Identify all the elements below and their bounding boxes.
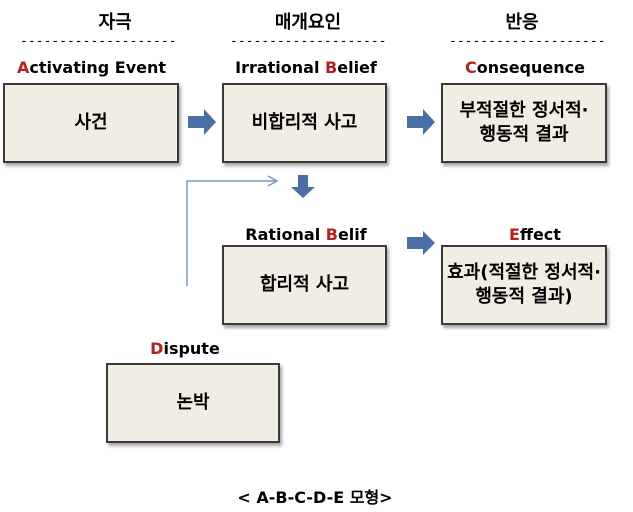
header-response: 반응 xyxy=(505,12,539,33)
label-rest: ctivating Event xyxy=(29,58,167,77)
box-event: 사건 xyxy=(3,83,179,163)
label-pre: Irrational xyxy=(235,58,326,77)
box-dispute: 논박 xyxy=(106,363,280,443)
figure-caption: < A-B-C-D-E 모형> xyxy=(237,488,393,507)
box-effect: 효과(적절한 정서적· 행동적 결과) xyxy=(441,245,607,325)
box-effect-text: 효과(적절한 정서적· 행동적 결과) xyxy=(447,261,601,307)
label-initial: A xyxy=(16,58,30,77)
header-divider-response: -------------------- xyxy=(449,34,606,49)
arrow-down-icon xyxy=(291,175,315,198)
box-consequence-text: 부적절한 정서적· 행동적 결과 xyxy=(459,99,589,145)
box-event-text: 사건 xyxy=(74,111,108,133)
box-consequence: 부적절한 정서적· 행동적 결과 xyxy=(441,83,607,163)
header-stimulus: 자극 xyxy=(98,12,132,33)
label-consequence: Consequence xyxy=(450,58,600,77)
arrow-right-icon xyxy=(188,109,216,135)
box-irrational-text: 비합리적 사고 xyxy=(251,111,358,133)
box-dispute-text: 논박 xyxy=(176,391,210,413)
arrow-right-icon xyxy=(407,231,435,255)
label-rest: onsequence xyxy=(476,58,585,77)
label-effect: Effect xyxy=(490,225,580,244)
box-rational-thought: 합리적 사고 xyxy=(222,245,387,325)
header-mediator: 매개요인 xyxy=(274,12,342,33)
label-irrational-belief: Irrational Belief xyxy=(226,58,386,77)
label-rest: ispute xyxy=(163,339,220,358)
label-rational-belief: Rational Belif xyxy=(226,225,386,244)
label-pre: Rational xyxy=(245,225,326,244)
header-divider-stimulus: -------------------- xyxy=(20,34,177,49)
label-initial: C xyxy=(465,58,477,77)
label-rest: ffect xyxy=(519,225,561,244)
label-post: elief xyxy=(337,58,377,77)
box-rational-text: 합리적 사고 xyxy=(259,273,350,295)
label-initial: B xyxy=(325,58,338,77)
arrow-right-icon xyxy=(407,109,435,135)
label-initial: E xyxy=(509,225,520,244)
box-irrational-thought: 비합리적 사고 xyxy=(222,83,387,163)
dispute-connector-line xyxy=(186,180,276,286)
label-dispute: Dispute xyxy=(140,339,230,358)
label-initial: D xyxy=(150,339,164,358)
label-initial: B xyxy=(325,225,338,244)
header-divider-mediator: -------------------- xyxy=(230,34,387,49)
dispute-arrowhead-icon xyxy=(267,175,279,187)
label-post: elif xyxy=(337,225,367,244)
label-activating-event: Activating Event xyxy=(14,58,169,77)
